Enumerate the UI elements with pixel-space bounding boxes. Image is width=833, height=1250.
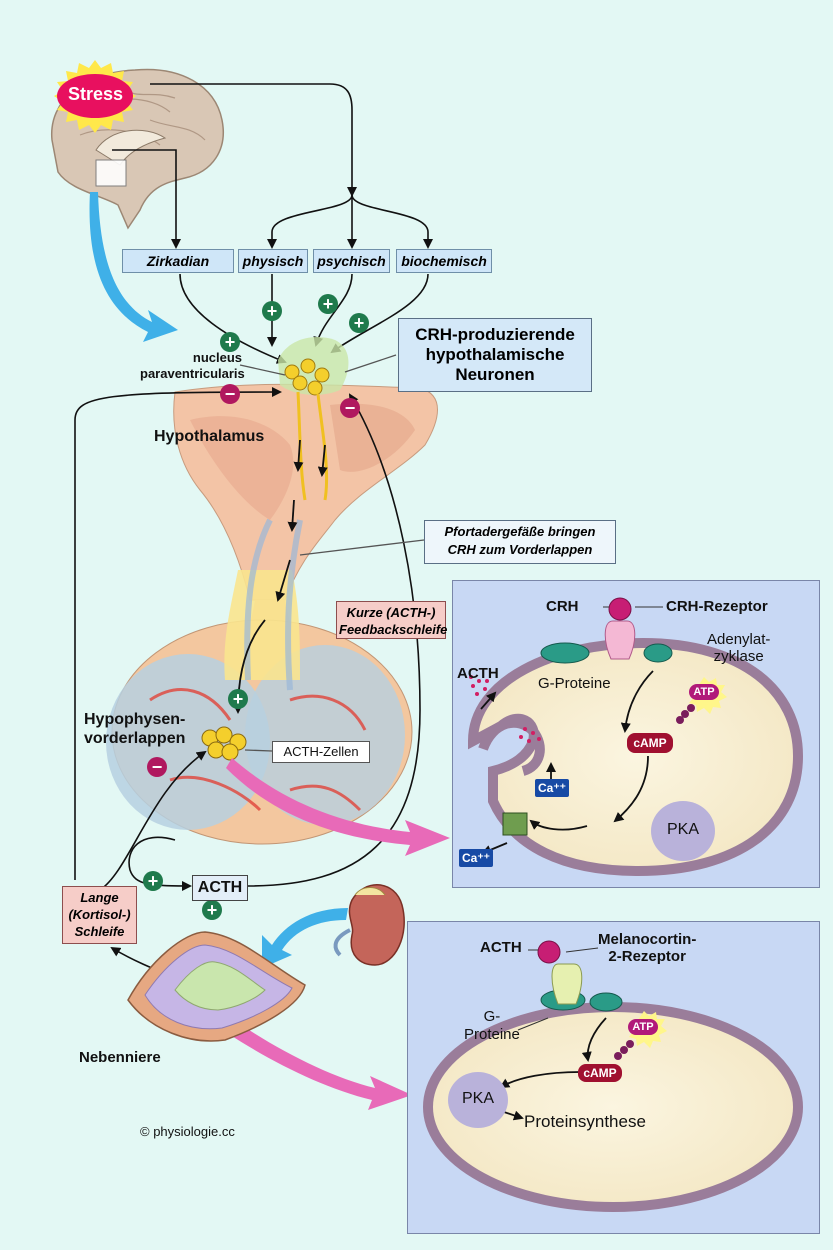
blue-arrow-adrenal — [262, 908, 348, 968]
source-biochemisch: biochemisch — [396, 249, 492, 273]
minus-markers — [147, 384, 360, 777]
adrenal-illustration — [127, 931, 306, 1042]
panel1-atp-badge: ATP — [689, 684, 719, 700]
pituitary-label: Hypophysen- vorderlappen — [84, 711, 186, 747]
crh-neuron-connector — [344, 354, 397, 373]
panel2-receptor-label: Melanocortin- 2-Rezeptor — [598, 931, 697, 965]
panel1-canvas — [467, 597, 804, 877]
panel2-proteinsynthese-label: Proteinsynthese — [524, 1112, 646, 1131]
acth-cells-box: ACTH-Zellen — [272, 741, 370, 763]
hypothalamus-label: Hypothalamus — [154, 428, 265, 445]
crh-neurons-callout: CRH-produzierende hypothalamische Neuron… — [398, 318, 592, 392]
nucleus-connector — [239, 364, 286, 376]
blue-curved-arrow — [89, 192, 178, 342]
pink-arrow-pituitary — [226, 758, 450, 856]
stress-label: Stress — [67, 84, 124, 104]
plus-sign-biochemisch: + — [353, 313, 365, 333]
feedback-arrows — [74, 387, 421, 989]
plus-sign-crh-pituitary: + — [232, 689, 244, 709]
pituitary-tissue — [106, 518, 413, 845]
stress-starburst — [54, 60, 136, 133]
portal-vessels-callout: Pfortadergefäße bringen CRH zum Vorderla… — [424, 520, 616, 564]
panel1-g-proteine-label: G-Proteine — [538, 675, 611, 692]
panel2-pka-label: PKA — [461, 1090, 494, 1107]
panel1-pka-label: PKA — [666, 821, 699, 838]
plus-markers — [143, 294, 369, 920]
kidney-illustration — [333, 884, 405, 966]
source-zirkadian: Zirkadian — [122, 249, 234, 273]
acth-cell-cluster — [201, 726, 247, 761]
minus-sign-long-loop: − — [224, 384, 236, 404]
long-loop-box: Lange (Kortisol-) Schleife — [62, 886, 137, 944]
panel2-atp-badge: ATP — [628, 1019, 658, 1035]
panel1-crh-label: CRH — [546, 598, 579, 615]
panel1-camp-badge: cAMP — [627, 733, 673, 753]
panel1-adenylat-label: Adenylat- zyklase — [707, 631, 771, 665]
plus-sign-acth-left: + — [147, 871, 159, 891]
panel1-crh-receptor-label: CRH-Rezeptor — [666, 598, 768, 615]
plus-sign-physisch: + — [266, 301, 278, 321]
source-physisch: physisch — [238, 249, 308, 273]
plus-sign-acth-below: + — [206, 900, 218, 920]
short-loop-box: Kurze (ACTH-) Feedbackschleife — [336, 601, 447, 639]
portal-connector — [299, 539, 425, 556]
acth-box: ACTH — [192, 875, 248, 901]
panel2-acth-label: ACTH — [480, 939, 522, 956]
minus-sign-pituitary: − — [151, 757, 163, 777]
plus-sign-zirkadian: + — [224, 332, 236, 352]
source-psychisch: psychisch — [313, 249, 390, 273]
plus-sign-psychisch: + — [322, 294, 334, 314]
minus-sign-short-loop: − — [344, 398, 356, 418]
mc2r-signaling-panel: ACTH Melanocortin- 2-Rezeptor G- Protein… — [407, 921, 820, 1234]
panel1-ca-badge-inner: Ca⁺⁺ — [535, 779, 569, 797]
panel1-ca-badge-outer: Ca⁺⁺ — [459, 849, 493, 867]
panel1-acth-label: ACTH — [457, 665, 499, 682]
crh-signaling-panel: CRH CRH-Rezeptor Adenylat- zyklase ACTH … — [452, 580, 820, 888]
copyright: © physiologie.cc — [140, 1124, 235, 1139]
panel2-camp-badge: cAMP — [578, 1064, 622, 1082]
nucleus-label: nucleus paraventricularis — [140, 350, 245, 381]
panel2-g-proteine-label: G- Proteine — [464, 1008, 520, 1043]
adrenal-label: Nebenniere — [79, 1049, 161, 1066]
